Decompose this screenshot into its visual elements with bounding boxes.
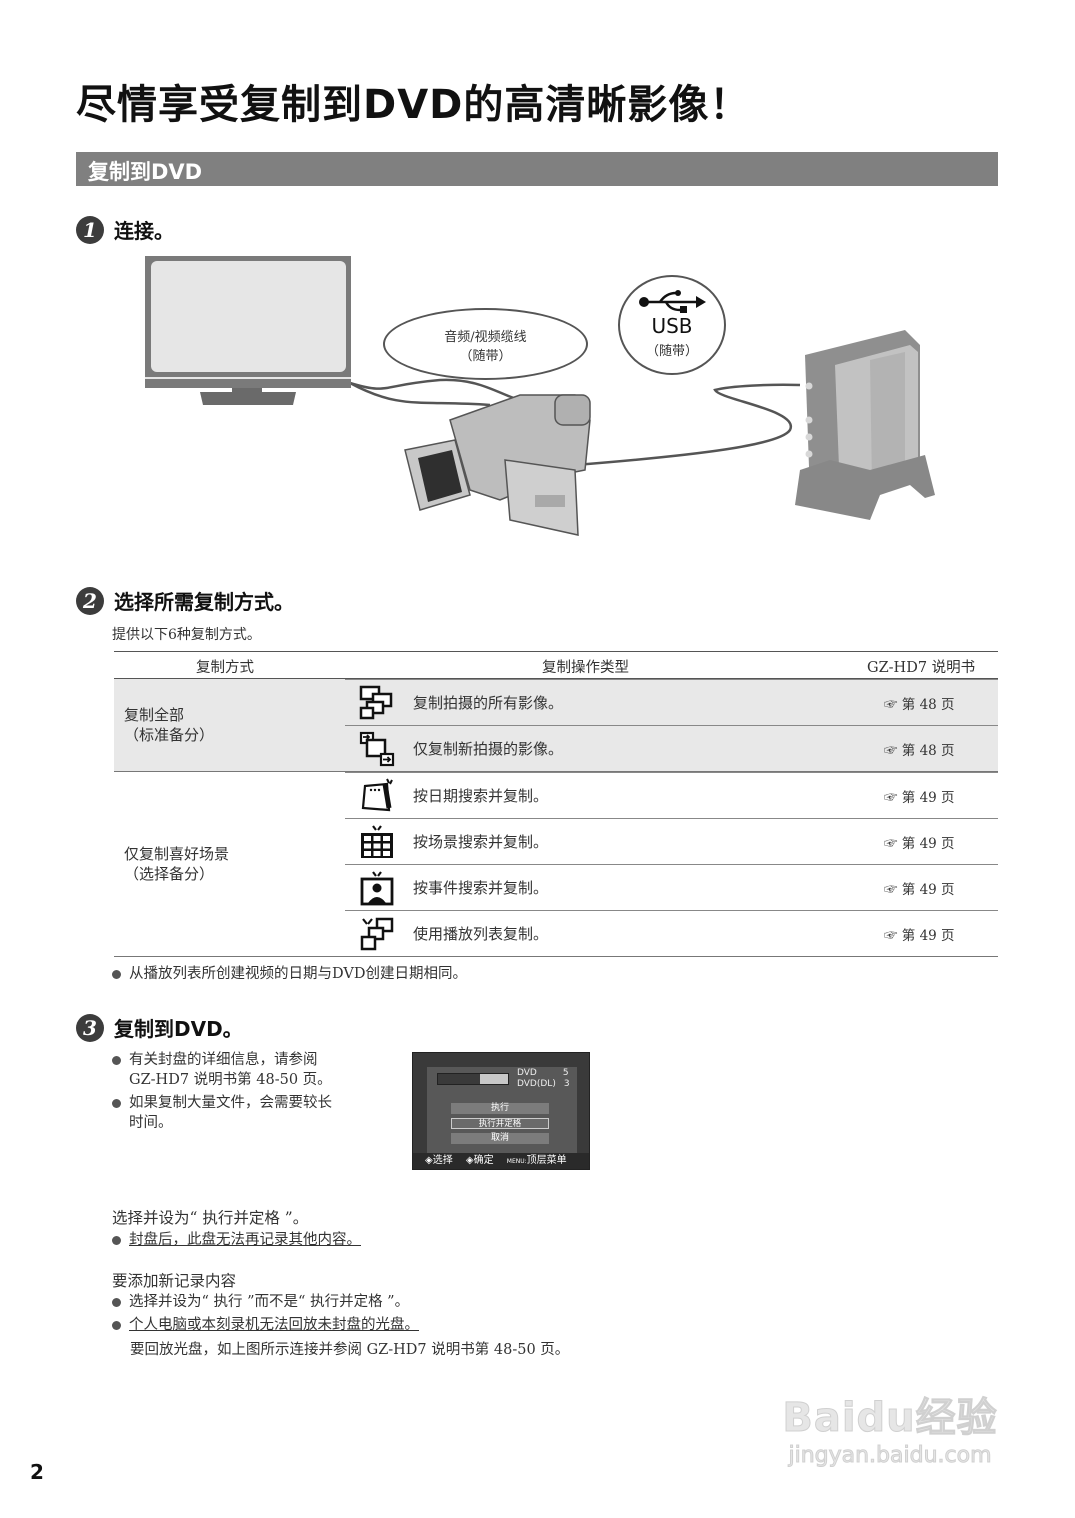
- step-number-badge: 3: [76, 1013, 104, 1042]
- copy-all-icon: [359, 685, 393, 719]
- av-cable-included: （随带）: [459, 349, 512, 364]
- footer-confirm: 确定: [473, 1155, 494, 1166]
- bullet-icon: [112, 1321, 121, 1330]
- finalize-warning: 封盘后，此盘无法再记录其他内容。: [112, 1230, 361, 1250]
- usb-label: USB: [651, 314, 693, 338]
- joystick-icon: ◈: [425, 1155, 433, 1166]
- bullet-icon: [112, 1236, 121, 1245]
- table-row[interactable]: 复制拍摄的所有影像。 ☞ 第 48 页: [345, 679, 998, 725]
- execute-button[interactable]: 执行: [451, 1103, 549, 1114]
- dvd-label: DVD: [517, 1068, 537, 1078]
- calendar-date-icon: [361, 778, 393, 811]
- table-row[interactable]: 按场景搜索并复制。 ☞ 第 49 页: [345, 818, 998, 864]
- row-text: 按日期搜索并复制。: [413, 787, 549, 805]
- av-cable-callout: [383, 308, 588, 380]
- table-header: 复制方式 复制操作类型 GZ-HD7 说明书: [114, 651, 998, 679]
- page-reference: ☞ 第 49 页: [884, 835, 955, 852]
- step-heading-text: 选择所需复制方式。: [114, 590, 294, 614]
- connection-diagram: 音频/视频缆线 （随带） USB （随带）: [0, 250, 1075, 550]
- row-text: 使用播放列表复制。: [413, 925, 549, 943]
- copy-methods-table: 复制方式 复制操作类型 GZ-HD7 说明书 复制全部 （标准备分） 复制拍摄的…: [114, 651, 998, 957]
- page-reference: ☞ 第 48 页: [884, 742, 955, 759]
- usb-cable-callout: [618, 275, 726, 375]
- list-item: 选择并设为“ 执行 ”而不是“ 执行并定格 ”。: [112, 1292, 409, 1312]
- group-sublabel: （标准备分）: [124, 726, 215, 744]
- row-text: 按事件搜索并复制。: [413, 879, 549, 897]
- page-reference: ☞ 第 48 页: [884, 696, 955, 713]
- finalize-instruction: 选择并设为“ 执行并定格 ”。: [112, 1209, 309, 1227]
- joystick-icon: ◈: [465, 1155, 474, 1166]
- row-text: 按场景搜索并复制。: [413, 833, 549, 851]
- bullet-icon: [112, 1298, 121, 1307]
- cancel-button[interactable]: 取消: [451, 1133, 549, 1144]
- playback-note: 要回放光盘，如上图所示连接并参阅 GZ-HD7 说明书第 48-50 页。: [130, 1342, 570, 1358]
- page-reference: ☞ 第 49 页: [884, 789, 955, 806]
- table-row[interactable]: 按日期搜索并复制。 ☞ 第 49 页: [345, 772, 998, 818]
- usb-included: （随带）: [645, 344, 698, 359]
- table-group-copy-all: 复制全部 （标准备分） 复制拍摄的所有影像。 ☞ 第 48 页 仅复制新拍摄的影…: [114, 679, 998, 772]
- col-header-manual: GZ-HD7 说明书: [867, 660, 976, 676]
- step-heading-text: 复制到DVD。: [114, 1017, 243, 1041]
- execute-finalize-button[interactable]: 执行并定格: [451, 1118, 549, 1129]
- cables-icon: [145, 256, 935, 536]
- step-number-badge: 2: [76, 586, 104, 615]
- watermark-brand: Baidu经验: [782, 1395, 998, 1442]
- page-title: 尽情享受复制到DVD的高清晰影像！: [76, 82, 751, 128]
- playlist-date-note: 从播放列表所创建视频的日期与DVD创建日期相同。: [112, 964, 467, 984]
- step-heading-text: 连接。: [114, 219, 174, 243]
- step1-heading: 1 连接。: [76, 215, 174, 244]
- baidu-watermark: Baidu经验 jingyan.baidu.com: [760, 1385, 1020, 1469]
- footer-select: 选择: [432, 1155, 453, 1166]
- col-header-type: 复制操作类型: [542, 660, 629, 676]
- bullet-icon: [112, 1099, 121, 1108]
- table-row[interactable]: 仅复制新拍摄的影像。 ☞ 第 48 页: [345, 725, 998, 771]
- row-text: 复制拍摄的所有影像。: [413, 694, 564, 712]
- group-label: 仅复制喜好场景: [124, 845, 230, 863]
- dvd-count: 5: [562, 1068, 569, 1078]
- menu-key: MENU:: [506, 1158, 527, 1165]
- table-group-favorite-scenes: 仅复制喜好场景 （选择备分） 按日期搜索并复制。 ☞ 第 49 页 按场景搜索并…: [114, 772, 998, 957]
- table-row[interactable]: 按事件搜索并复制。 ☞ 第 49 页: [345, 864, 998, 910]
- step2-heading: 2 选择所需复制方式。: [76, 586, 294, 615]
- screen-footer: ◈选择 ◈确定 MENU:顶层菜单: [413, 1153, 589, 1169]
- step2-intro: 提供以下6种复制方式。: [112, 627, 261, 643]
- step-number-badge: 1: [76, 215, 104, 244]
- col-header-method: 复制方式: [196, 660, 254, 676]
- add-content-heading: 要添加新记录内容: [112, 1272, 237, 1290]
- bullet-icon: [112, 970, 121, 979]
- av-cable-label: 音频/视频缆线: [444, 330, 527, 345]
- playlist-icon: [360, 917, 394, 950]
- page-reference: ☞ 第 49 页: [884, 927, 955, 944]
- footer-menu: 顶层菜单: [526, 1155, 567, 1166]
- row-text: 仅复制新拍摄的影像。: [413, 740, 564, 758]
- page-reference: ☞ 第 49 页: [884, 881, 955, 898]
- disc-progress-bar: [437, 1073, 509, 1085]
- step3-heading: 3 复制到DVD。: [76, 1013, 243, 1042]
- page-number: 2: [30, 1460, 44, 1484]
- group-sublabel: （选择备分）: [124, 865, 215, 883]
- list-item: 个人电脑或本刻录机无法回放未封盘的光盘。: [112, 1315, 419, 1335]
- section-header: 复制到DVD: [76, 152, 998, 186]
- bullet-icon: [112, 1056, 121, 1065]
- group-label: 复制全部: [124, 706, 185, 724]
- event-person-icon: [360, 870, 394, 905]
- dvd-dl-label: DVD(DL): [517, 1079, 556, 1089]
- usb-icon: [639, 290, 706, 313]
- scene-grid-icon: [361, 824, 393, 858]
- table-row[interactable]: 使用播放列表复制。 ☞ 第 49 页: [345, 910, 998, 956]
- watermark-url: jingyan.baidu.com: [788, 1443, 992, 1469]
- dvd-dl-count: 3: [563, 1079, 570, 1089]
- section-title: 复制到DVD: [88, 160, 203, 184]
- copy-new-icon: [359, 731, 395, 766]
- list-item: 如果复制大量文件，会需要较长时间。: [112, 1093, 382, 1133]
